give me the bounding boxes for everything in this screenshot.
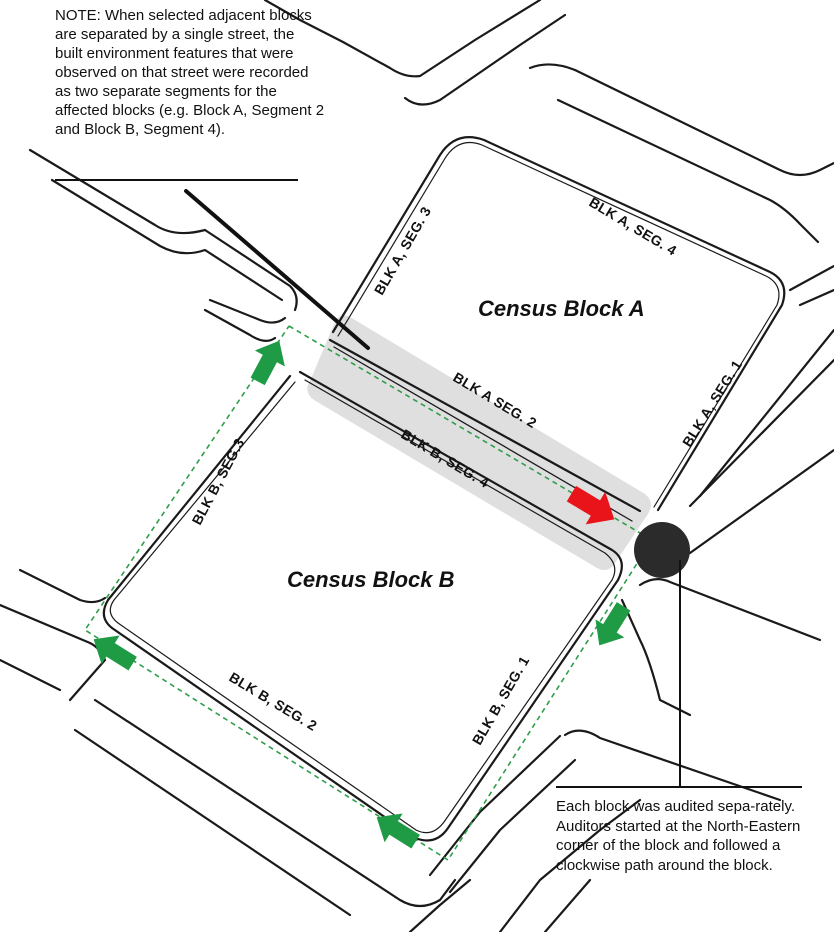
census-block-b-label: Census Block B (287, 567, 455, 592)
segment-label-b2: BLK B, SEG. 2 (226, 669, 320, 734)
footnote-leader (556, 560, 802, 788)
start-marker (634, 522, 690, 578)
green-arrow-icon (93, 635, 137, 671)
audit-path (83, 325, 654, 862)
shared-street-note: NOTE: When selected adjacent blocks are … (55, 7, 325, 138)
segment-label-a4: BLK A, SEG. 4 (586, 194, 679, 259)
note-leader (55, 179, 370, 350)
direction-arrows (93, 340, 631, 849)
green-arrow-icon (595, 602, 631, 646)
segment-label-b1: BLK B, SEG. 1 (469, 653, 533, 747)
green-arrow-icon (250, 340, 285, 386)
segment-label-b3: BLK B, SEG.3 (189, 436, 248, 528)
census-block-a-label: Census Block A (478, 296, 645, 321)
shared-street-highlight (307, 315, 651, 571)
segment-label-a1: BLK A, SEG. 1 (679, 357, 745, 450)
audit-procedure-note: Each block was audited sepa-rately. Audi… (556, 798, 801, 874)
red-arrow-icon (566, 485, 615, 525)
green-arrow-icon (376, 813, 420, 849)
